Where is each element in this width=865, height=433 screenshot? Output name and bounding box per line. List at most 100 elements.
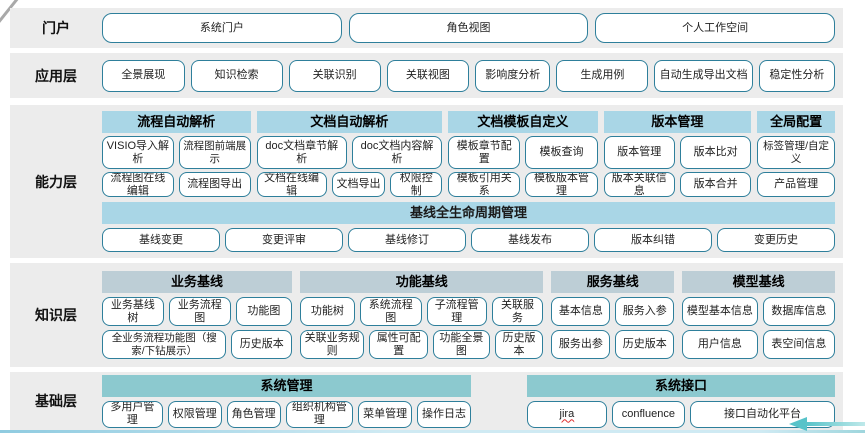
btn-business-baseline-tree[interactable]: 业务基线树 — [102, 297, 164, 326]
btn-subprocess-mgmt[interactable]: 子流程管理 — [426, 297, 487, 326]
layer-band-capability: 能力层 流程自动解析 VISIO导入解析 流程图前端展示 流程图在线编辑 流程图… — [10, 105, 843, 258]
btn-flowchart-online-edit[interactable]: 流程图在线编辑 — [102, 172, 174, 197]
btn-doc-online-edit[interactable]: 文档在线编辑 — [256, 172, 327, 197]
btn-baseline-revise[interactable]: 基线修订 — [348, 228, 466, 252]
btn-history-version-business[interactable]: 历史版本 — [231, 330, 293, 359]
btn-menu-mgmt[interactable]: 菜单管理 — [358, 400, 413, 428]
btn-version-correction[interactable]: 版本纠错 — [594, 228, 712, 252]
corner-diagonal-decoration — [0, 0, 19, 23]
group-header-function-baseline: 功能基线 — [300, 271, 544, 293]
btn-relation-view[interactable]: 关联视图 — [386, 59, 470, 92]
layer-label-knowledge: 知识层 — [35, 307, 77, 323]
btn-organization-mgmt[interactable]: 组织机构管理 — [285, 400, 354, 428]
btn-permission-mgmt[interactable]: 权限管理 — [167, 400, 222, 428]
btn-related-business-rules[interactable]: 关联业务规则 — [300, 330, 365, 359]
btn-flowchart-export[interactable]: 流程图导出 — [178, 172, 251, 197]
btn-knowledge-search[interactable]: 知识检索 — [190, 59, 283, 92]
btn-function-diagram[interactable]: 功能图 — [235, 297, 293, 326]
btn-template-version-mgmt[interactable]: 模板版本管理 — [525, 172, 598, 197]
btn-baseline-release[interactable]: 基线发布 — [471, 228, 589, 252]
layer-label-foundation: 基础层 — [35, 393, 77, 409]
btn-system-portal[interactable]: 系统门户 — [102, 13, 342, 43]
btn-role-mgmt[interactable]: 角色管理 — [226, 400, 281, 428]
btn-service-input-param[interactable]: 服务入参 — [615, 297, 675, 326]
group-header-model-baseline: 模型基线 — [682, 271, 835, 293]
btn-panorama-display[interactable]: 全景展现 — [102, 59, 185, 92]
btn-operation-log[interactable]: 操作日志 — [417, 400, 471, 428]
btn-multi-user-mgmt[interactable]: 多用户管理 — [102, 400, 163, 428]
group-header-system-interface: 系统接口 — [527, 374, 835, 397]
btn-basic-info[interactable]: 基本信息 — [551, 297, 611, 326]
btn-function-tree[interactable]: 功能树 — [300, 297, 355, 326]
group-header-version-mgmt: 版本管理 — [603, 111, 752, 133]
arrow-tail — [806, 422, 865, 426]
btn-doc-export[interactable]: 文档导出 — [331, 172, 386, 197]
layer-band-foundation: 基础层 系统管理 多用户管理 权限管理 角色管理 组织机构管理 菜单管理 操作日… — [10, 372, 843, 430]
btn-stability-analysis[interactable]: 稳定性分析 — [758, 59, 835, 92]
btn-baseline-change[interactable]: 基线变更 — [102, 228, 220, 252]
btn-personal-workspace[interactable]: 个人工作空间 — [595, 13, 836, 43]
btn-template-chapter-config[interactable]: 模板章节配置 — [448, 136, 521, 169]
btn-version-mgmt[interactable]: 版本管理 — [603, 136, 675, 169]
btn-auto-export-doc[interactable]: 自动生成导出文档 — [654, 59, 753, 92]
btn-system-flowchart[interactable]: 系统流程图 — [359, 297, 422, 326]
layer-label-capability: 能力层 — [35, 173, 77, 190]
btn-database-info[interactable]: 数据库信息 — [762, 297, 835, 326]
btn-impact-analysis[interactable]: 影响度分析 — [475, 59, 551, 92]
group-version-mgmt: 版本管理 版本管理 版本比对 版本关联信息 版本合并 — [603, 111, 752, 197]
btn-doc-chapter-parse[interactable]: doc文档章节解析 — [256, 136, 347, 169]
btn-business-flowchart[interactable]: 业务流程图 — [168, 297, 231, 326]
btn-service-output-param[interactable]: 服务出参 — [551, 330, 611, 359]
btn-history-version-service[interactable]: 历史版本 — [615, 330, 675, 359]
group-business-baseline: 业务基线 业务基线树 业务流程图 功能图 全业务流程功能图（搜索/下钻展示） 历… — [102, 271, 293, 359]
btn-model-basic-info[interactable]: 模型基本信息 — [682, 297, 758, 326]
btn-role-view[interactable]: 角色视图 — [348, 13, 589, 43]
group-header-process-auto-parse: 流程自动解析 — [102, 111, 251, 133]
layer-label-portal: 门户 — [42, 20, 70, 36]
group-process-auto-parse: 流程自动解析 VISIO导入解析 流程图前端展示 流程图在线编辑 流程图导出 — [102, 111, 251, 197]
btn-doc-content-parse[interactable]: doc文档内容解析 — [351, 136, 443, 169]
group-doc-template-custom: 文档模板自定义 模板章节配置 模板查询 模板引用关系 模板版本管理 — [448, 111, 598, 197]
group-header-doc-template-custom: 文档模板自定义 — [448, 111, 598, 133]
group-header-service-baseline: 服务基线 — [551, 271, 675, 293]
btn-permission-control[interactable]: 权限控制 — [390, 172, 443, 197]
btn-jira[interactable]: jira — [527, 400, 607, 428]
btn-user-info[interactable]: 用户信息 — [682, 330, 758, 359]
jira-label: jira — [559, 407, 575, 420]
btn-related-service[interactable]: 关联服务 — [491, 297, 544, 326]
btn-tag-mgmt-custom[interactable]: 标签管理/自定义 — [757, 136, 835, 169]
group-service-baseline: 服务基线 基本信息 服务入参 服务出参 历史版本 — [551, 271, 675, 359]
btn-tablespace-info[interactable]: 表空间信息 — [762, 330, 835, 359]
left-arrow-icon — [789, 417, 865, 431]
group-system-interface: 系统接口 jira confluence 接口自动化平台 — [527, 374, 835, 428]
group-header-business-baseline: 业务基线 — [102, 271, 293, 293]
group-header-system-mgmt: 系统管理 — [102, 374, 471, 397]
btn-flowchart-frontend-display[interactable]: 流程图前端展示 — [178, 136, 251, 169]
btn-template-query[interactable]: 模板查询 — [525, 136, 598, 169]
btn-visio-import-parse[interactable]: VISIO导入解析 — [102, 136, 174, 169]
layer-label-application: 应用层 — [35, 67, 77, 84]
btn-change-history[interactable]: 变更历史 — [717, 228, 835, 252]
group-system-mgmt: 系统管理 多用户管理 权限管理 角色管理 组织机构管理 菜单管理 操作日志 — [102, 374, 471, 428]
btn-relation-identify[interactable]: 关联识别 — [288, 59, 381, 92]
layer-band-application: 应用层 全景展现 知识检索 关联识别 关联视图 影响度分析 生成用例 自动生成导… — [10, 53, 843, 98]
btn-api-automation-platform[interactable]: 接口自动化平台 — [690, 400, 835, 428]
btn-history-version-function[interactable]: 历史版本 — [494, 330, 544, 359]
btn-change-review[interactable]: 变更评审 — [225, 228, 343, 252]
arrow-head — [789, 417, 807, 431]
btn-version-compare[interactable]: 版本比对 — [679, 136, 752, 169]
group-header-doc-auto-parse: 文档自动解析 — [256, 111, 443, 133]
btn-confluence[interactable]: confluence — [611, 400, 685, 428]
btn-generate-usecase[interactable]: 生成用例 — [556, 59, 649, 92]
btn-template-reference-relation[interactable]: 模板引用关系 — [448, 172, 521, 197]
group-header-baseline-lifecycle: 基线全生命周期管理 — [102, 202, 835, 224]
btn-full-business-flow-map[interactable]: 全业务流程功能图（搜索/下钻展示） — [102, 330, 227, 359]
btn-function-panorama[interactable]: 功能全景图 — [433, 330, 490, 359]
btn-attribute-configurable[interactable]: 属性可配置 — [369, 330, 429, 359]
group-model-baseline: 模型基线 模型基本信息 数据库信息 用户信息 表空间信息 — [682, 271, 835, 359]
btn-product-mgmt[interactable]: 产品管理 — [757, 172, 835, 197]
group-function-baseline: 功能基线 功能树 系统流程图 子流程管理 关联服务 关联业务规则 属性可配置 功… — [300, 271, 544, 359]
btn-version-relation-info[interactable]: 版本关联信息 — [603, 172, 675, 197]
btn-version-merge[interactable]: 版本合并 — [679, 172, 752, 197]
